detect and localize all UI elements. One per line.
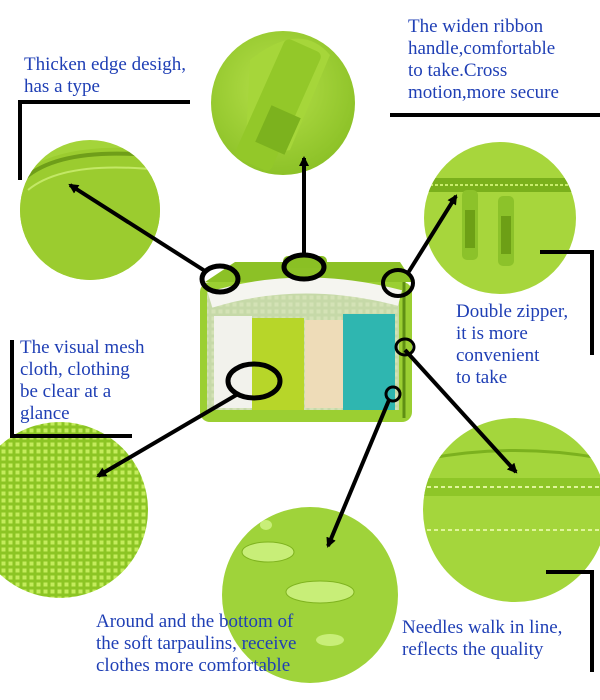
- caption-tarpaulin-line: clothes more comfortable: [96, 655, 291, 676]
- caption-tarpaulin: Around and the bottom of the soft tarpau…: [96, 611, 296, 677]
- caption-handle-line: to take.Cross: [408, 60, 508, 81]
- caption-zipper: Double zipper, it is more convenient to …: [456, 301, 568, 389]
- caption-handle: The widen ribbon handle,comfortable to t…: [408, 16, 559, 104]
- caption-edge-line: Thicken edge desigh,: [24, 54, 186, 75]
- caption-handle-line: handle,comfortable: [408, 38, 556, 59]
- handle-detail-photo: [211, 31, 355, 175]
- packing-cube-photo: [200, 256, 413, 422]
- mesh-detail-photo: [0, 422, 148, 598]
- caption-needles: Needles walk in line, reflects the quali…: [402, 617, 562, 661]
- caption-edge-line: has a type: [24, 76, 100, 97]
- callout-arrows: [68, 156, 518, 548]
- caption-brackets: [10, 100, 600, 672]
- caption-mesh-line: be clear at a: [20, 381, 112, 402]
- tarpaulin-detail-photo: [222, 507, 398, 683]
- stitching-detail-photo: [423, 418, 600, 602]
- caption-needles-line: reflects the quality: [402, 639, 544, 660]
- caption-edge: Thicken edge desigh, has a type: [24, 54, 186, 98]
- caption-zipper-line: it is more: [456, 323, 528, 344]
- caption-needles-line: Needles walk in line,: [402, 617, 563, 638]
- caption-handle-line: The widen ribbon: [408, 16, 544, 37]
- caption-zipper-line: to take: [456, 367, 508, 388]
- caption-mesh-line: cloth, clothing: [20, 359, 130, 380]
- caption-tarpaulin-line: the soft tarpaulins, receive: [96, 633, 297, 654]
- caption-handle-line: motion,more secure: [408, 82, 559, 103]
- caption-mesh-line: glance: [20, 403, 70, 424]
- zipper-detail-photo: [424, 142, 576, 294]
- caption-zipper-line: Double zipper,: [456, 301, 569, 322]
- caption-mesh-line: The visual mesh: [20, 337, 145, 358]
- caption-tarpaulin-line: Around and the bottom of: [96, 611, 294, 632]
- edge-detail-photo: [20, 140, 160, 280]
- caption-zipper-line: convenient: [456, 345, 540, 366]
- caption-mesh: The visual mesh cloth, clothing be clear…: [20, 337, 145, 425]
